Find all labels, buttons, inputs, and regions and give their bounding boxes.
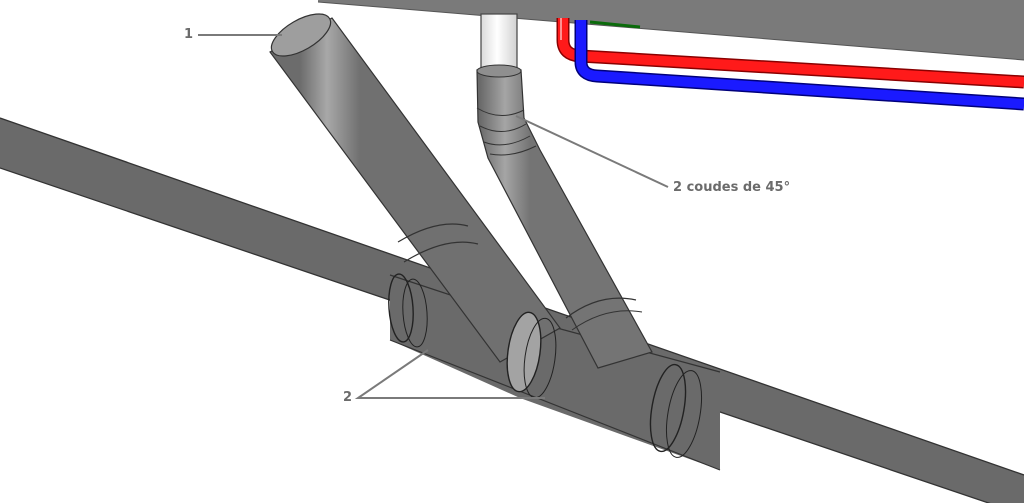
coupling-bands [388, 273, 703, 458]
leader-lines [198, 34, 669, 399]
label-fittings-2: 2 [343, 390, 353, 405]
leader-line-2 [354, 349, 545, 399]
white-drain-pipe [480, 13, 518, 73]
ceiling-slab [317, 0, 1024, 61]
cold-water-pipe [574, 20, 1024, 111]
elbow-branch [476, 64, 653, 369]
label-elbows: 2 coudes de 45° [673, 180, 791, 195]
green-pipe-edge [589, 20, 641, 29]
label-pipe-1: 1 [184, 27, 194, 42]
branch-pipe-1 [269, 13, 561, 363]
leader-line-elbows [515, 115, 669, 188]
